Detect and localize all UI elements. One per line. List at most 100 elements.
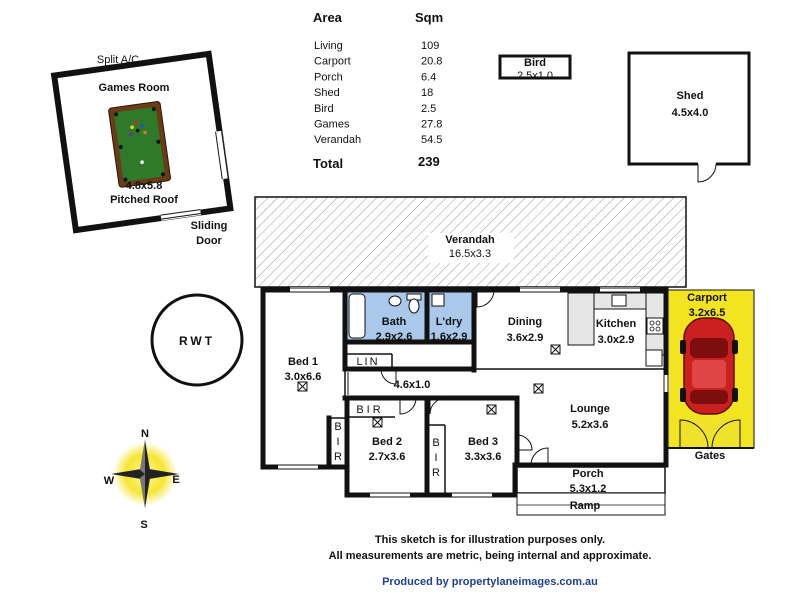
- kitchen-name: Kitchen: [596, 318, 637, 330]
- kitchen-fixtures: [567, 292, 665, 367]
- bed3-name: Bed 3: [468, 436, 498, 448]
- total-label: Total: [313, 156, 343, 171]
- area-row-name: Shed: [314, 87, 340, 99]
- porch-size: 5.3x1.2: [570, 483, 607, 495]
- carport-size: 3.2x6.5: [689, 307, 726, 319]
- area-row-name: Porch: [314, 71, 343, 83]
- compass-w: W: [104, 475, 115, 487]
- producer-credit: Produced by propertylaneimages.com.au: [382, 576, 598, 588]
- shed-size: 4.5x4.0: [672, 107, 709, 119]
- area-row-sqm: 18: [421, 87, 433, 99]
- car-icon: [680, 317, 738, 415]
- fan-icon: [645, 349, 663, 367]
- gates-label: Gates: [695, 450, 726, 462]
- carport-name: Carport: [687, 292, 727, 304]
- gates: [666, 419, 754, 449]
- cooktop-icon: [646, 317, 664, 335]
- split-ac-label: Split A/C: [97, 54, 139, 66]
- room-labels: Bath 2.9x2.6 L'dry 1.6x2.9 Dining 3.6x2.…: [285, 292, 728, 512]
- bathroom-fixtures: [348, 293, 445, 339]
- area-row-sqm: 27.8: [421, 119, 442, 131]
- bath-name: Bath: [382, 316, 407, 328]
- shed: Shed 4.5x4.0: [627, 51, 751, 183]
- total-value: 239: [418, 154, 440, 169]
- area-row-name: Games: [314, 119, 350, 131]
- bathtub-icon: [348, 293, 366, 339]
- shed-name: Shed: [677, 90, 704, 102]
- games-room: [50, 50, 234, 234]
- shed-door: [697, 163, 717, 183]
- laundry-tub-icon: [431, 293, 445, 307]
- area-header: Area: [313, 10, 343, 25]
- ceiling-markers: [297, 344, 561, 428]
- porch: [516, 466, 666, 516]
- compass-icon: N S W E: [104, 428, 180, 531]
- porch-name: Porch: [572, 468, 603, 480]
- lounge-size: 5.2x3.6: [572, 419, 609, 431]
- bed1-name: Bed 1: [288, 356, 318, 368]
- bath-size: 2.9x2.6: [376, 331, 413, 343]
- area-row-name: Bird: [314, 103, 334, 115]
- compass-s: S: [140, 519, 147, 531]
- sliding-door-label-1: Sliding: [191, 220, 228, 232]
- hall-size: 4.6x1.0: [394, 379, 431, 391]
- doors: [347, 289, 549, 466]
- verandah-name: Verandah: [445, 234, 495, 246]
- area-row-sqm: 20.8: [421, 56, 442, 68]
- kitchen-island: [567, 292, 595, 346]
- bird-name: Bird: [524, 57, 546, 69]
- ramp-label: Ramp: [570, 500, 601, 512]
- bir-v1-b: B: [334, 421, 341, 433]
- disclaimer-line-1: This sketch is for illustration purposes…: [375, 534, 605, 546]
- sqm-header: Sqm: [415, 10, 443, 25]
- basin-icon: [388, 295, 402, 307]
- dining-name: Dining: [508, 316, 542, 328]
- bir-v1-i: I: [336, 436, 339, 448]
- games-room-title: Games Room: [99, 82, 170, 94]
- verandah-size: 16.5x3.3: [449, 248, 491, 260]
- bed2-size: 2.7x3.6: [369, 451, 406, 463]
- area-row-name: Verandah: [314, 134, 361, 146]
- bed2-name: Bed 2: [372, 436, 402, 448]
- sliding-door-label-2: Door: [196, 235, 222, 247]
- dining-size: 3.6x2.9: [507, 332, 544, 344]
- kitchen-size: 3.0x2.9: [598, 334, 635, 346]
- games-window-gap: [160, 208, 202, 221]
- toilet-icon: [408, 298, 420, 314]
- disclaimer-line-2: All measurements are metric, being inter…: [329, 550, 652, 562]
- games-room-size: 4.8x5.8: [126, 180, 163, 192]
- area-row-sqm: 109: [421, 40, 439, 52]
- bir-v2-r: R: [432, 467, 440, 479]
- area-row-sqm: 54.5: [421, 134, 442, 146]
- bir-top-label: BIR: [356, 404, 383, 416]
- house-walls: [260, 287, 669, 498]
- bir-v1-r: R: [334, 451, 342, 463]
- bed3-size: 3.3x3.6: [465, 451, 502, 463]
- area-row-name: Carport: [314, 56, 351, 68]
- verandah: Verandah 16.5x3.3: [254, 196, 687, 288]
- compass-e: E: [172, 474, 179, 486]
- laundry-size: 1.6x2.9: [431, 331, 468, 343]
- area-row-sqm: 2.5: [421, 103, 436, 115]
- sink-icon: [611, 294, 627, 307]
- rainwater-tank: RWT: [150, 293, 244, 387]
- games-room-roof: Pitched Roof: [110, 194, 178, 206]
- compass-n: N: [141, 428, 149, 440]
- sliding-door: [215, 131, 223, 180]
- bed1-size: 3.0x6.6: [285, 371, 322, 383]
- lounge-name: Lounge: [570, 403, 610, 415]
- windows: [278, 287, 669, 498]
- bir-v2-i: I: [434, 452, 437, 464]
- bir-v2-b: B: [432, 437, 439, 449]
- sliding-door-gap: [215, 130, 229, 180]
- area-row-sqm: 6.4: [421, 71, 436, 83]
- rwt-label: RWT: [179, 334, 215, 348]
- pool-table-icon: [108, 101, 172, 188]
- linen-label: LIN: [356, 356, 379, 368]
- bird-aviary: Bird 2.5x1.0: [498, 54, 572, 82]
- area-row-name: Living: [314, 40, 343, 52]
- bird-size: 2.5x1.0: [517, 70, 553, 82]
